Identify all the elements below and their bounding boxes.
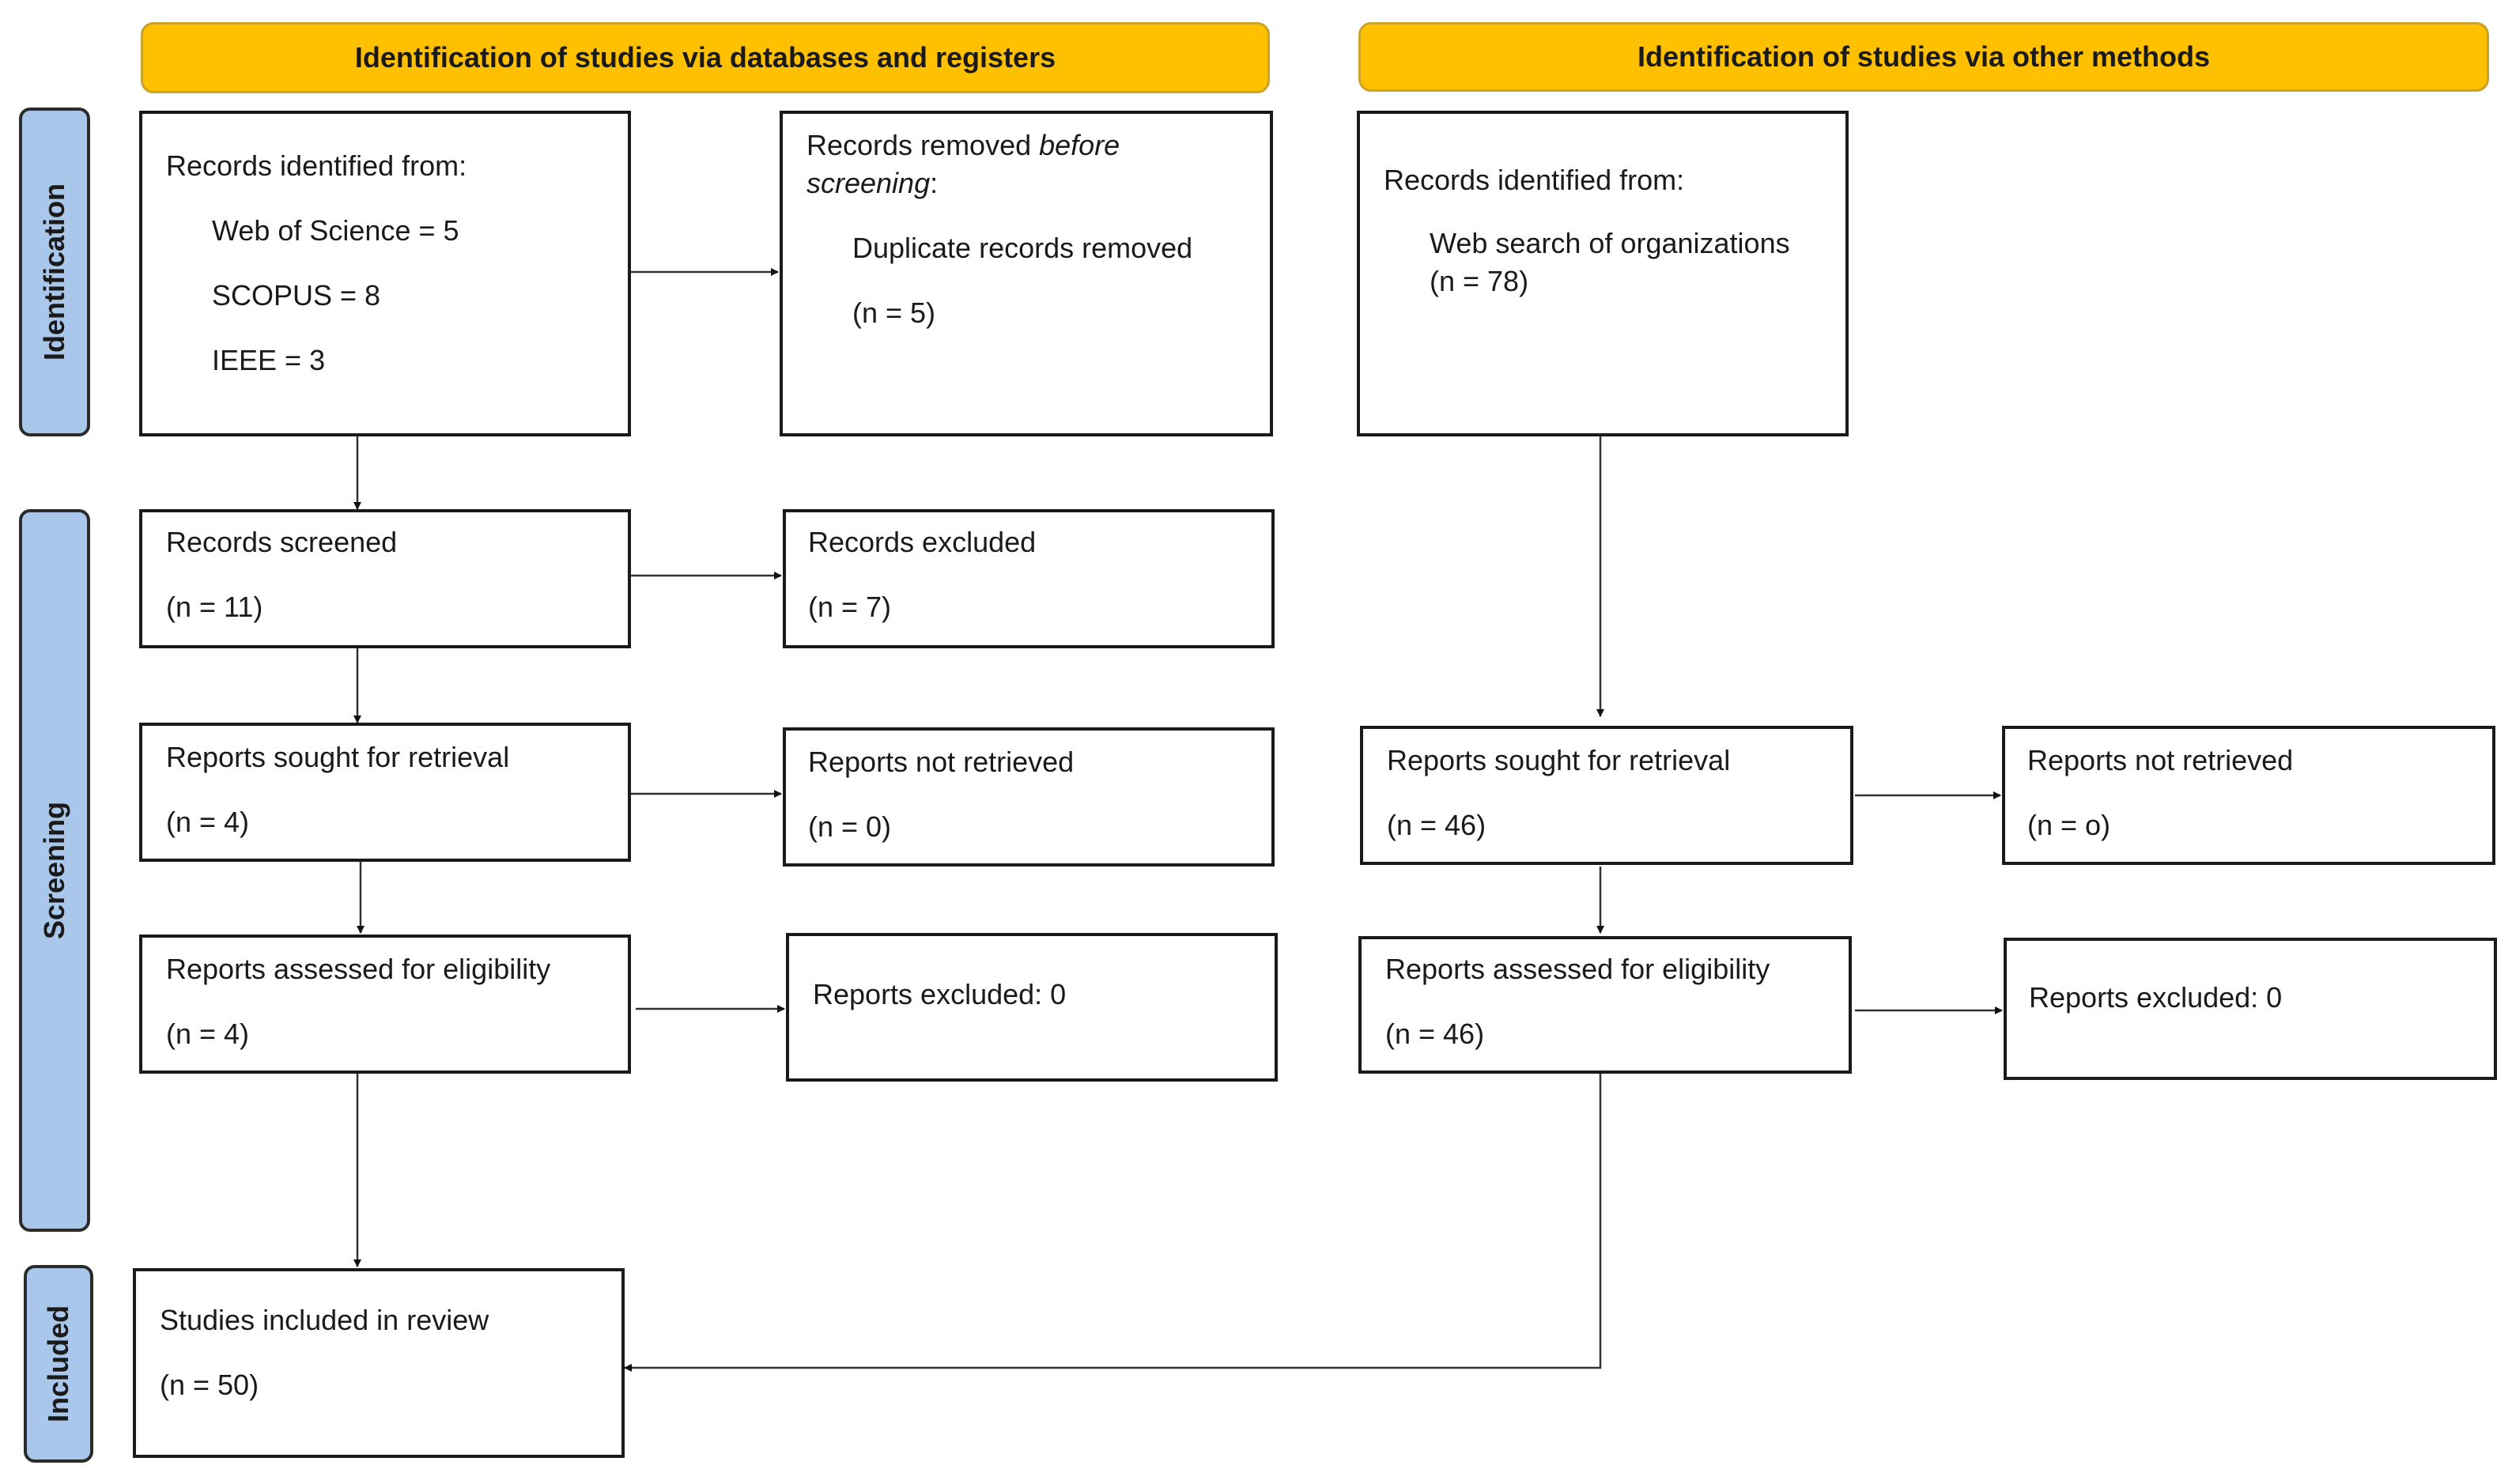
reports-not-retrieved-title: Reports not retrieved: [808, 746, 1075, 778]
reports-excluded-title: Reports excluded: 0: [813, 978, 1067, 1010]
other-reports-assessed-title: Reports assessed for eligibility: [1385, 953, 1770, 985]
records-identified-scopus: SCOPUS = 8: [212, 279, 381, 312]
studies-included-box: Studies included in review (n = 50): [133, 1268, 625, 1458]
records-removed-title: Records removed before: [806, 128, 1120, 162]
records-removed-title-line2: screening:: [806, 166, 938, 200]
other-reports-excluded-title: Reports excluded: 0: [2029, 981, 2283, 1014]
phase-screening: Screening: [19, 509, 90, 1232]
records-removed-box: Records removed before screening: Duplic…: [780, 111, 1273, 436]
studies-included-n: (n = 50): [160, 1369, 259, 1401]
reports-not-retrieved-box: Reports not retrieved (n = 0): [783, 727, 1275, 867]
header-databases: Identification of studies via databases …: [141, 22, 1270, 93]
reports-excluded-box: Reports excluded: 0: [786, 933, 1278, 1082]
records-screened-n: (n = 11): [166, 591, 263, 623]
other-reports-assessed-n: (n = 46): [1385, 1018, 1485, 1050]
other-reports-not-retrieved-box: Reports not retrieved (n = o): [2002, 726, 2495, 865]
reports-assessed-title: Reports assessed for eligibility: [166, 953, 551, 985]
records-removed-title-italic: before: [1039, 129, 1120, 161]
other-records-identified-box: Records identified from: Web search of o…: [1357, 111, 1849, 436]
phase-included: Included: [24, 1265, 93, 1463]
reports-assessed-n: (n = 4): [166, 1018, 250, 1050]
records-removed-n: (n = 5): [852, 296, 936, 329]
records-identified-wos: Web of Science = 5: [212, 214, 459, 247]
reports-assessed-box: Reports assessed for eligibility (n = 4): [139, 935, 631, 1074]
records-removed-title-suffix: :: [930, 167, 939, 199]
records-identified-box: Records identified from: Web of Science …: [139, 111, 631, 436]
records-removed-line: Duplicate records removed: [852, 232, 1193, 264]
records-identified-ieee: IEEE = 3: [212, 344, 326, 376]
reports-sought-n: (n = 4): [166, 806, 250, 838]
records-screened-title: Records screened: [166, 526, 398, 558]
records-identified-title: Records identified from:: [166, 149, 467, 182]
phase-identification: Identification: [19, 108, 90, 436]
other-records-identified-title: Records identified from:: [1384, 164, 1685, 196]
records-screened-box: Records screened (n = 11): [139, 509, 631, 648]
records-removed-title-italic2: screening: [806, 167, 931, 199]
records-excluded-title: Records excluded: [808, 526, 1037, 558]
other-reports-excluded-box: Reports excluded: 0: [2004, 938, 2497, 1080]
reports-sought-title: Reports sought for retrieval: [166, 741, 510, 773]
header-databases-label: Identification of studies via databases …: [354, 41, 1056, 74]
header-other-methods: Identification of studies via other meth…: [1358, 22, 2489, 92]
other-records-identified-line: Web search of organizations: [1430, 227, 1790, 259]
records-excluded-n: (n = 7): [808, 591, 892, 623]
studies-included-title: Studies included in review: [160, 1304, 489, 1336]
other-reports-sought-box: Reports sought for retrieval (n = 46): [1360, 726, 1853, 865]
records-excluded-box: Records excluded (n = 7): [783, 509, 1275, 648]
other-records-identified-n: (n = 78): [1430, 265, 1529, 297]
other-reports-assessed-box: Reports assessed for eligibility (n = 46…: [1358, 936, 1852, 1074]
other-reports-not-retrieved-title: Reports not retrieved: [2027, 744, 2294, 776]
other-reports-not-retrieved-n: (n = o): [2027, 809, 2111, 841]
reports-not-retrieved-n: (n = 0): [808, 810, 892, 843]
other-reports-sought-n: (n = 46): [1387, 809, 1486, 841]
header-other-methods-label: Identification of studies via other meth…: [1637, 40, 2211, 73]
other-reports-sought-title: Reports sought for retrieval: [1387, 744, 1731, 776]
records-removed-title-prefix: Records removed: [806, 129, 1040, 161]
arrow-other-assessed-to-included: [624, 1074, 1602, 1372]
reports-sought-box: Reports sought for retrieval (n = 4): [139, 723, 631, 862]
